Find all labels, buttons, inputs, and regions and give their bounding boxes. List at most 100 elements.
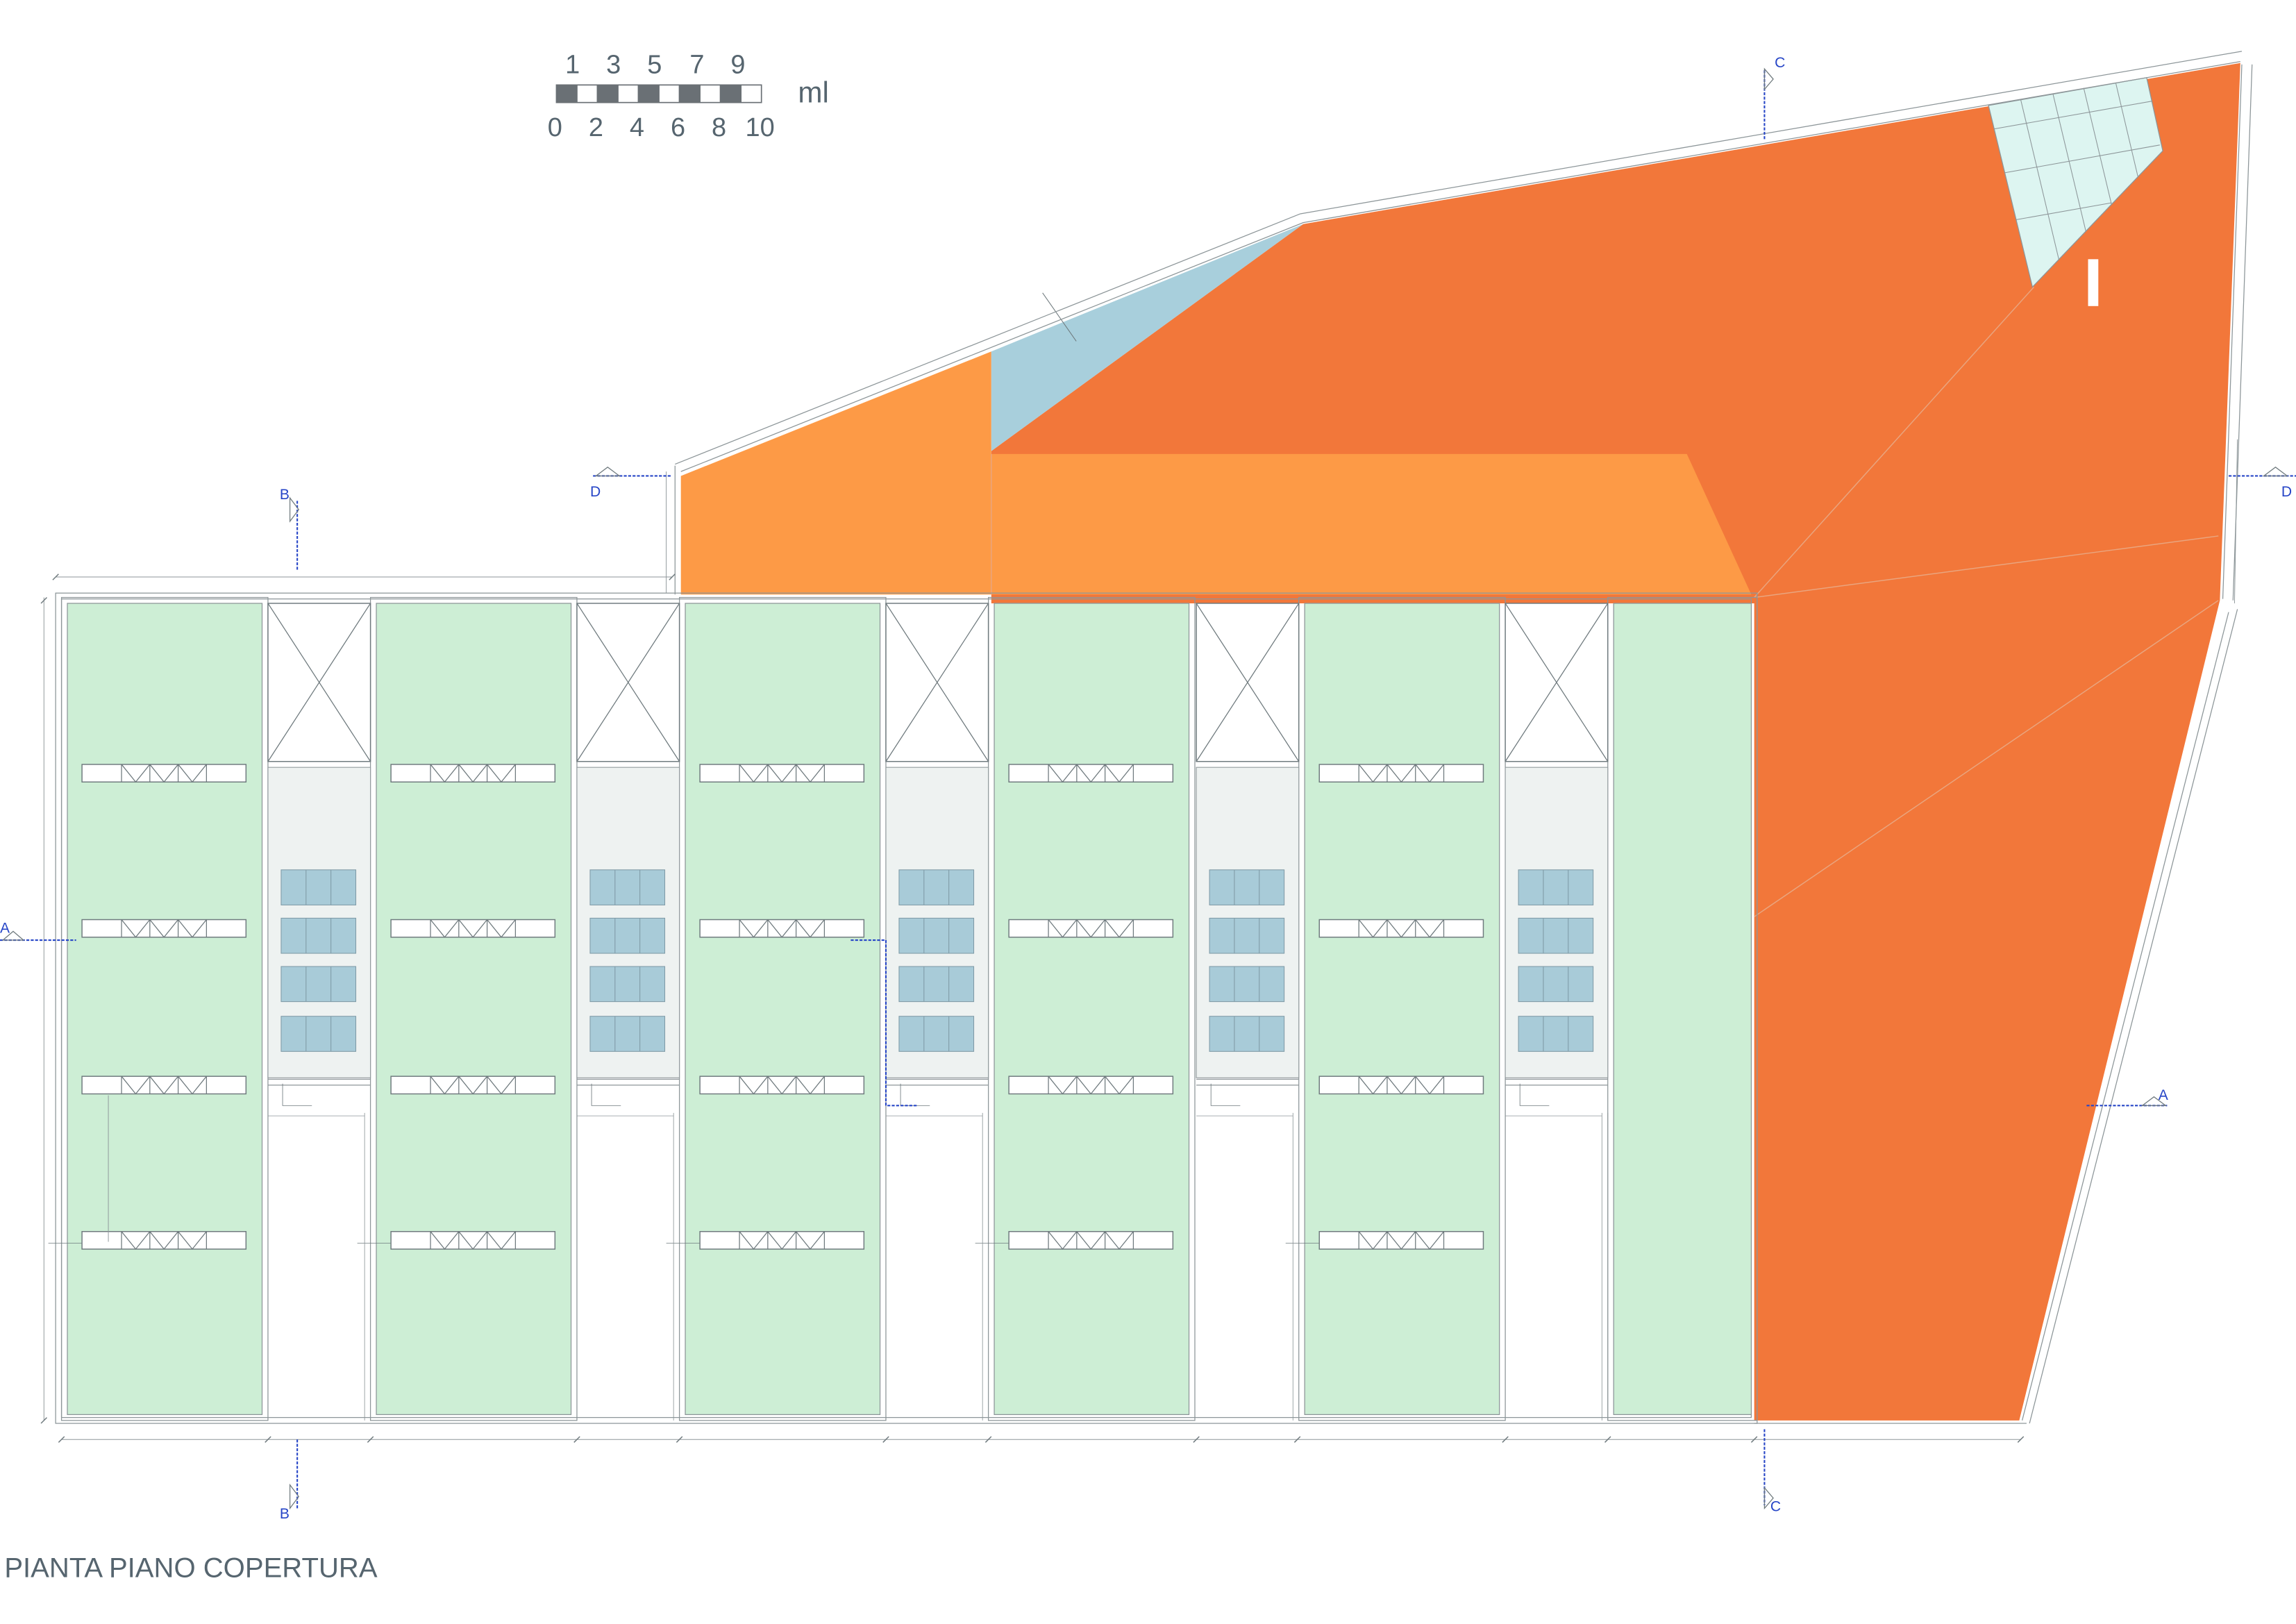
section-marker-d-left: D [590,467,671,500]
section-marker-c-top: C [1763,55,1785,140]
scale-bar-cell [740,84,762,103]
solar-panel-divider [1543,869,1569,905]
skylight-louvers [739,919,826,938]
annotation-leader [282,1083,312,1106]
solar-panel [1518,966,1594,1003]
roof-edge-outer [675,51,2243,465]
skylight-mullion [2020,99,2059,260]
skylight-frame [699,1075,865,1095]
roof-edge-diagonal-inner [2021,612,2229,1421]
dimension-tick [52,574,59,580]
green-roof-strip [1613,603,1752,1416]
section-marker-a-left: A [0,920,76,941]
skylight [1318,1231,1484,1250]
solar-panel-divider [305,1016,332,1052]
skylight [1318,919,1484,938]
skylight-louvers [1358,919,1445,938]
solar-panel-row [280,1016,357,1052]
solar-panel-row [280,869,357,905]
skylight-louvers [121,919,208,938]
skylight-louvers [430,1075,517,1095]
solar-panel-row [589,869,666,905]
solar-panel-divider [614,869,641,905]
skylight-frame [1008,1231,1174,1250]
solar-panel [589,966,666,1003]
skylight-frame [81,764,247,783]
scale-bar-top-labels: 1 3 5 7 9 [565,50,745,79]
light-shaft-cross [1196,603,1300,762]
roof-ridge-lines [991,286,2219,917]
solar-panel-row [898,869,975,905]
dimension-tick [573,1436,580,1443]
solar-panel-row [1518,966,1594,1003]
drawing-title: PIANTA PIANO COPERTURA [4,1552,378,1583]
scale-bar-cell [555,84,578,103]
solar-panel-divider [614,966,641,1002]
dimension-tick [2017,1436,2025,1443]
gutter-line [576,1078,680,1086]
solar-panel-row [1209,869,1285,905]
skylight [390,1231,556,1250]
skylight-frame [1318,764,1484,783]
solar-panel-row [280,917,357,954]
annotation-leader [1042,292,1077,342]
roof-vent [2088,259,2099,306]
solar-panel-row [280,966,357,1003]
solar-panel-divider [305,918,332,954]
section-arrow-icon [2262,467,2289,477]
skylight [81,764,247,783]
skylight-frame [1318,1075,1484,1095]
roof-skylight [1988,77,2163,288]
skylight-frame [699,764,865,783]
solar-panel [280,966,357,1003]
scale-label: 9 [730,50,745,79]
skylight-louvers [1358,764,1445,783]
solar-panel-row [1209,917,1285,954]
dimension-tick [1293,1436,1301,1443]
light-shaft [576,603,680,762]
skylight-transom [2004,144,2160,174]
section-letter: A [2159,1087,2169,1103]
scale-bar-cell [617,84,639,103]
skylight-frame [81,919,247,938]
roof-pitch-dark [991,62,2240,1421]
skylight-louvers [1048,764,1134,783]
scale-bar-cell [658,84,680,103]
green-roof-strip [685,603,881,1416]
light-shaft-cross [1505,603,1609,762]
skylight [1318,1075,1484,1095]
skylight [81,1231,247,1250]
ridge-line [1754,600,2219,917]
scale-label: 8 [712,113,726,142]
skylight-louvers [430,764,517,783]
solar-panel-row [1518,869,1594,905]
skylight-frame [1008,919,1174,938]
solar-panel-divider [1234,1016,1260,1052]
solar-panel-row [1518,917,1594,954]
skylight [1008,1075,1174,1095]
solar-panel-divider [923,869,950,905]
light-shaft [1505,603,1609,762]
annotation-leader [1210,1083,1241,1106]
skylight-mullion [2083,87,2112,205]
scale-label: 7 [689,50,704,79]
skylight-transom [2016,202,2112,220]
solar-panel [1209,869,1285,905]
solar-panel [898,966,975,1003]
scale-unit: ml [798,76,829,109]
solar-panel-divider [614,1016,641,1052]
gutter-line [885,1078,989,1086]
solar-panel [898,1016,975,1052]
scale-bar-cell [678,84,701,103]
light-shaft [1196,603,1300,762]
skylight-frame [699,919,865,938]
skylight-louvers [739,764,826,783]
skylight-transom [1994,101,2153,130]
solar-panel [280,917,357,954]
section-letter: C [1770,1499,1781,1515]
skylight-frame [390,1075,556,1095]
green-roof-strip [1304,603,1500,1416]
solar-panel-row [898,1016,975,1052]
solar-panel [589,869,666,905]
